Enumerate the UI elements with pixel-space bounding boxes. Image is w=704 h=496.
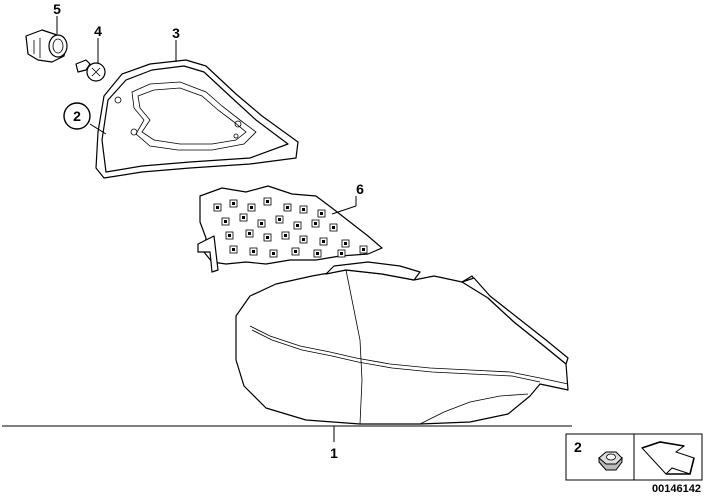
bulb-part[interactable] <box>75 59 106 82</box>
led-grid <box>213 197 368 258</box>
label-part-5: 5 <box>53 1 61 17</box>
led-chip-core <box>316 252 319 255</box>
led-chip-core <box>286 206 289 209</box>
label-part-4: 4 <box>94 23 102 39</box>
label-part-2: 2 <box>73 108 81 124</box>
led-chip-core <box>242 216 245 219</box>
led-chip-core <box>322 240 325 243</box>
legend-item-number: 2 <box>574 439 582 455</box>
led-chip-core <box>224 220 227 223</box>
bulb-socket-part[interactable] <box>25 29 68 63</box>
circuit-board-part[interactable] <box>197 185 383 273</box>
diagram-code: 00146142 <box>652 483 701 495</box>
part-2-callout[interactable]: 2 <box>63 102 91 130</box>
led-chip-core <box>266 236 269 239</box>
led-chip-core <box>278 218 281 221</box>
led-chip-core <box>266 200 269 203</box>
leader-lines <box>2 16 572 442</box>
led-chip-core <box>232 202 235 205</box>
led-chip-core <box>296 224 299 227</box>
led-chip-core <box>250 206 253 209</box>
led-chip-core <box>272 252 275 255</box>
led-chip-core <box>216 206 219 209</box>
led-chip-core <box>260 222 263 225</box>
tail-light-part[interactable] <box>235 261 569 425</box>
led-chip-core <box>302 238 305 241</box>
led-chip-core <box>340 252 343 255</box>
led-chip-core <box>344 242 347 245</box>
led-chip-core <box>252 250 255 253</box>
led-chip-core <box>332 226 335 229</box>
arrow-icon <box>641 441 695 475</box>
led-chip-core <box>314 222 317 225</box>
label-part-1: 1 <box>330 445 338 461</box>
hex-nut-icon <box>598 451 623 471</box>
led-chip-core <box>302 208 305 211</box>
led-chip-core <box>320 212 323 215</box>
legend-box: 2 <box>565 433 703 481</box>
led-chip-core <box>232 248 235 251</box>
led-chip-core <box>294 250 297 253</box>
bulb-carrier-part[interactable] <box>95 59 299 179</box>
led-chip-core <box>362 248 365 251</box>
label-part-6: 6 <box>356 181 364 197</box>
label-part-3: 3 <box>172 25 180 41</box>
led-chip-core <box>284 234 287 237</box>
led-chip-core <box>248 232 251 235</box>
led-chip-core <box>228 234 231 237</box>
